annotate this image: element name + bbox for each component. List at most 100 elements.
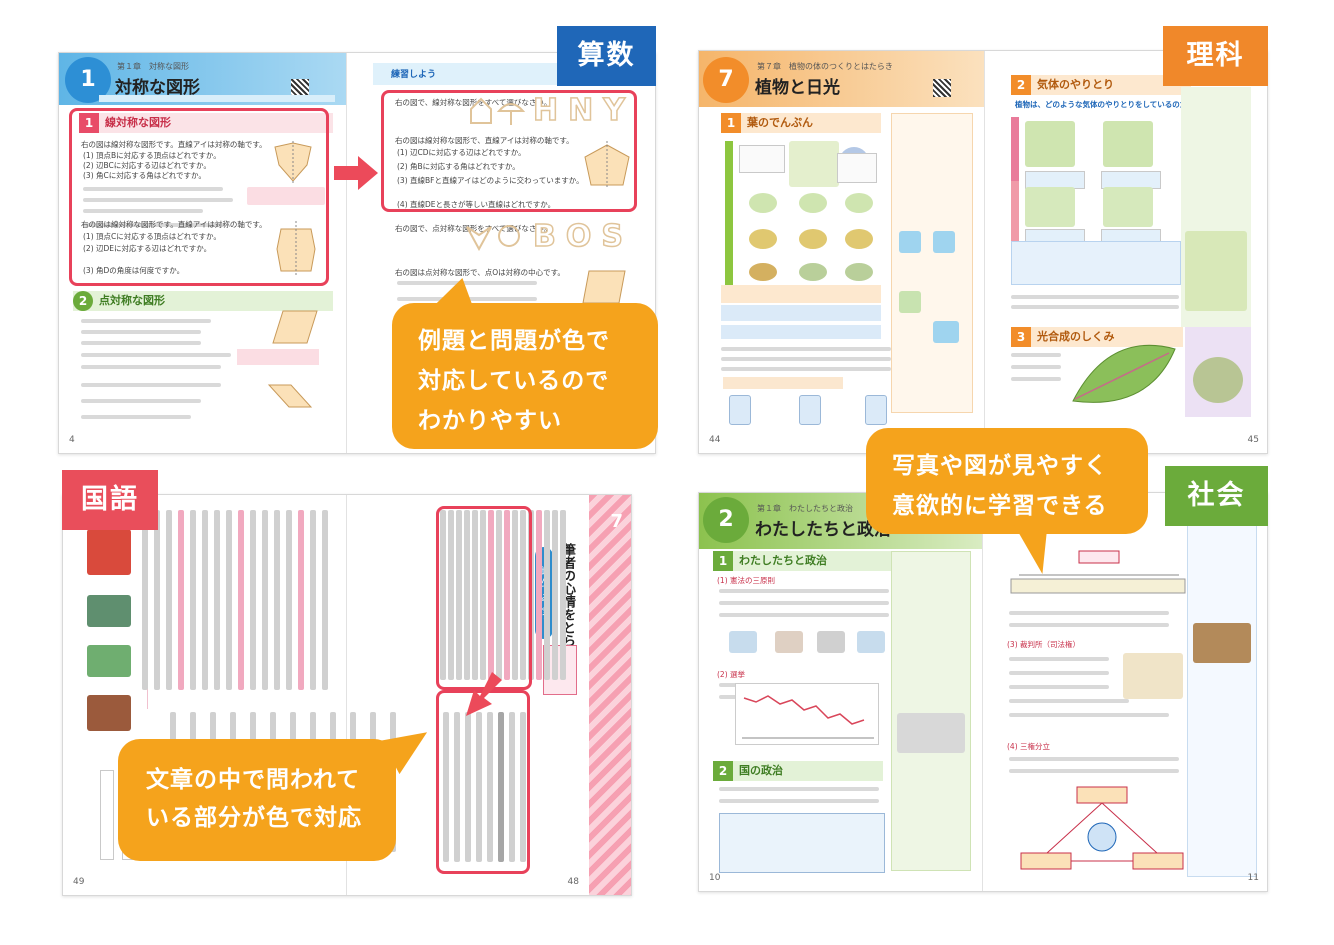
text-column [520, 510, 526, 680]
tool-illustration [933, 321, 959, 343]
dish-6 [845, 229, 873, 249]
science-right-page: 2 気体のやりとり 植物は、どのような気体のやりとりをしているのだろうか。 3 … [985, 51, 1267, 453]
text-column [480, 510, 486, 680]
election-chart [735, 683, 879, 745]
science-question: 植物は、どのような気体のやりとりをしているのだろうか。 [1015, 100, 1217, 109]
pink-note [247, 187, 325, 205]
star-shapes [465, 221, 525, 252]
photo [729, 631, 757, 653]
callout-line: 文章の中で問われて [146, 767, 361, 793]
orange-note [721, 285, 881, 303]
section-badge: 2 [1011, 75, 1031, 95]
bag-experiment-2 [1103, 121, 1153, 167]
intro-bar [99, 95, 335, 102]
side-column [891, 551, 971, 871]
side-column [1187, 499, 1257, 877]
subject-tag-math: 算数 [557, 26, 656, 86]
social-right-page: (3) 裁判所（司法権） (4) 三権分立 11 [983, 493, 1267, 891]
question-2: 右の図は線対称な図形です。直線アイは対称の軸です。 [81, 220, 267, 229]
page-number: 48 [567, 877, 579, 887]
chapter-title: 対称な図形 [115, 78, 200, 98]
section-gas-exchange: 2 気体のやりとり [1011, 75, 1191, 95]
bag-experiment-4 [1103, 187, 1153, 227]
text-column [448, 510, 454, 680]
title-side-band [589, 495, 631, 895]
section-badge: 1 [713, 551, 733, 571]
text-column [456, 510, 462, 680]
section-national-politics: 2 国の政治 [713, 761, 883, 781]
beaker-3 [865, 395, 887, 425]
subject-tag-science: 理科 [1163, 26, 1268, 86]
math-highlight-right [381, 90, 637, 212]
text-column [250, 510, 256, 690]
tool-illustration [899, 291, 921, 313]
sub-heading: (1) 憲法の三原則 [717, 576, 776, 585]
page-number: 44 [709, 435, 721, 445]
callout-line: 意欲的に学習できる [892, 493, 1108, 519]
starch-photo [1193, 357, 1243, 403]
page-number: 10 [709, 873, 721, 883]
practice-4: 右の図は点対称な図形で、点Oは対称の中心です。 [395, 268, 565, 277]
chapter-title: わたしたちと政治 [755, 520, 891, 540]
qr-code [933, 79, 951, 97]
text-column [443, 712, 449, 862]
text-column [166, 510, 172, 690]
tool-illustration [899, 231, 921, 253]
leaf-result-1 [749, 263, 777, 281]
leaf-result-3 [845, 263, 873, 281]
shape-figure-3 [265, 379, 315, 413]
text-column [178, 510, 184, 690]
text-column [472, 510, 478, 680]
text-column [496, 510, 502, 680]
material-photo [87, 645, 131, 677]
question-1c: (3) 角Cに対応する角はどれですか。 [83, 171, 206, 180]
letters-hny: HNY [532, 92, 635, 129]
text-column [512, 510, 518, 680]
math-highlight-left [69, 108, 329, 286]
text-column [262, 510, 268, 690]
section-title: わたしたちと政治 [739, 554, 827, 567]
starch-test-bar [723, 377, 843, 389]
chapter-number: 7 [703, 57, 749, 103]
subject-tag-japanese: 国語 [62, 470, 158, 530]
text-column [520, 712, 526, 862]
practice-3: 右の図で、点対称な図形をすべて選びなさい。 [395, 224, 552, 233]
side-col [891, 113, 973, 413]
question-1b: (2) 辺BCに対応する辺はどれですか。 [83, 161, 211, 170]
section-title: 国の政治 [739, 764, 783, 777]
section-title: 点対称な図形 [99, 294, 165, 307]
chapter-number: 2 [703, 497, 749, 543]
text-column [238, 510, 244, 690]
text-column [298, 510, 304, 690]
leaf-diagram [1069, 341, 1179, 411]
callout-line: 対応しているので [418, 368, 610, 394]
practice-2: 右の図は線対称な図形で、直線アイは対称の軸です。 [395, 136, 574, 145]
red-arrow-right-icon [334, 156, 378, 194]
text-column [190, 510, 196, 690]
section-photosynthesis: 3 光合成のしくみ [1011, 327, 1183, 347]
text-column [322, 510, 328, 690]
text-column [544, 510, 550, 680]
pink-bar [1011, 181, 1019, 241]
sub-heading: (4) 三権分立 [1007, 742, 1051, 751]
side-bar-green [725, 141, 733, 291]
umbrella-shapes [469, 97, 629, 127]
section-badge: 2 [713, 761, 733, 781]
photo [775, 631, 803, 653]
dish-3 [845, 193, 873, 213]
text-column [154, 510, 160, 690]
practice-figure-4 [579, 267, 629, 307]
note-box [739, 145, 785, 173]
math-spread: 1 第１章 対称な図形 対称な図形 1 線対称な図形 右の図は線対称な図形です。… [58, 52, 656, 454]
practice-title: 練習しよう [391, 70, 437, 80]
section-politics: 1 わたしたちと政治 [713, 551, 893, 571]
callout-line: いる部分が色で対応 [146, 805, 362, 831]
qr-code [291, 79, 309, 97]
section-leaf-starch: 1 葉のでんぷん [721, 113, 881, 133]
text-column [488, 510, 494, 680]
practice-1: 右の図で、線対称な図形をすべて選びなさい。 [395, 98, 552, 107]
section-badge: 1 [79, 113, 99, 133]
subject-tag-social: 社会 [1165, 466, 1268, 526]
section-point-symmetry: 2 点対称な図形 [73, 291, 333, 311]
practice-figure [579, 141, 635, 189]
